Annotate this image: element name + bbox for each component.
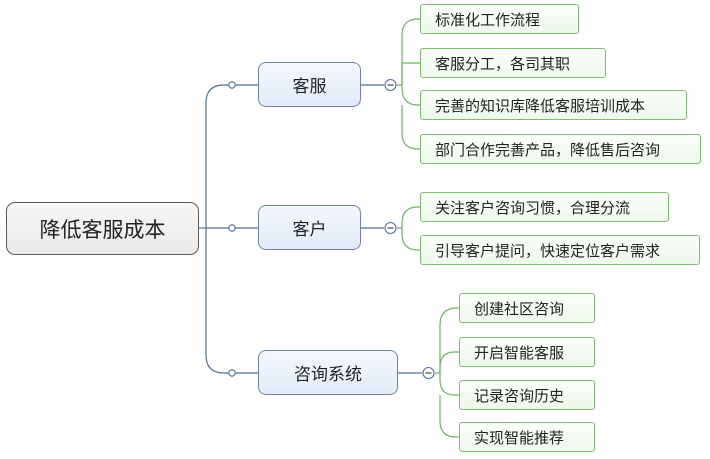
leaf-topic[interactable]: 完善的知识库降低客服培训成本 [420, 90, 687, 120]
branch-kehu[interactable]: 客户 [258, 205, 361, 250]
leaf-label: 客服分工，各司其职 [435, 54, 571, 73]
leaf-label: 完善的知识库降低客服培训成本 [435, 96, 646, 115]
leaf-topic[interactable]: 引导客户提问，快速定位客户需求 [420, 235, 700, 265]
leaf-topic[interactable]: 客服分工，各司其职 [420, 48, 606, 78]
collapse-toggle-icon[interactable] [422, 366, 435, 380]
leaf-label: 实现智能推荐 [474, 428, 565, 447]
leaf-label: 引导客户提问，快速定位客户需求 [435, 241, 661, 260]
branch-label: 客服 [292, 77, 327, 97]
leaf-label: 开启智能客服 [474, 343, 565, 362]
branch-kefu[interactable]: 客服 [258, 62, 361, 107]
leaf-topic[interactable]: 部门合作完善产品，降低售后咨询 [420, 134, 701, 164]
leaf-label: 记录咨询历史 [474, 386, 565, 405]
collapse-toggle-icon[interactable] [384, 221, 397, 235]
root-topic-label: 降低客服成本 [39, 217, 166, 242]
leaf-topic[interactable]: 关注客户咨询习惯，合理分流 [420, 192, 669, 222]
leaf-topic[interactable]: 实现智能推荐 [459, 422, 595, 452]
root-topic[interactable]: 降低客服成本 [6, 202, 199, 255]
leaf-label: 关注客户咨询习惯，合理分流 [435, 198, 631, 217]
leaf-topic[interactable]: 记录咨询历史 [459, 380, 595, 410]
leaf-topic[interactable]: 标准化工作流程 [420, 4, 579, 34]
branch-label: 咨询系统 [294, 365, 362, 385]
branch-zixun-xitong[interactable]: 咨询系统 [258, 350, 398, 395]
leaf-topic[interactable]: 创建社区咨询 [459, 293, 595, 323]
leaf-label: 部门合作完善产品，降低售后咨询 [435, 140, 661, 159]
leaf-label: 标准化工作流程 [435, 10, 541, 29]
branch-label: 客户 [292, 220, 327, 240]
leaf-topic[interactable]: 开启智能客服 [459, 337, 595, 367]
leaf-label: 创建社区咨询 [474, 299, 565, 318]
collapse-toggle-icon[interactable] [384, 78, 397, 92]
